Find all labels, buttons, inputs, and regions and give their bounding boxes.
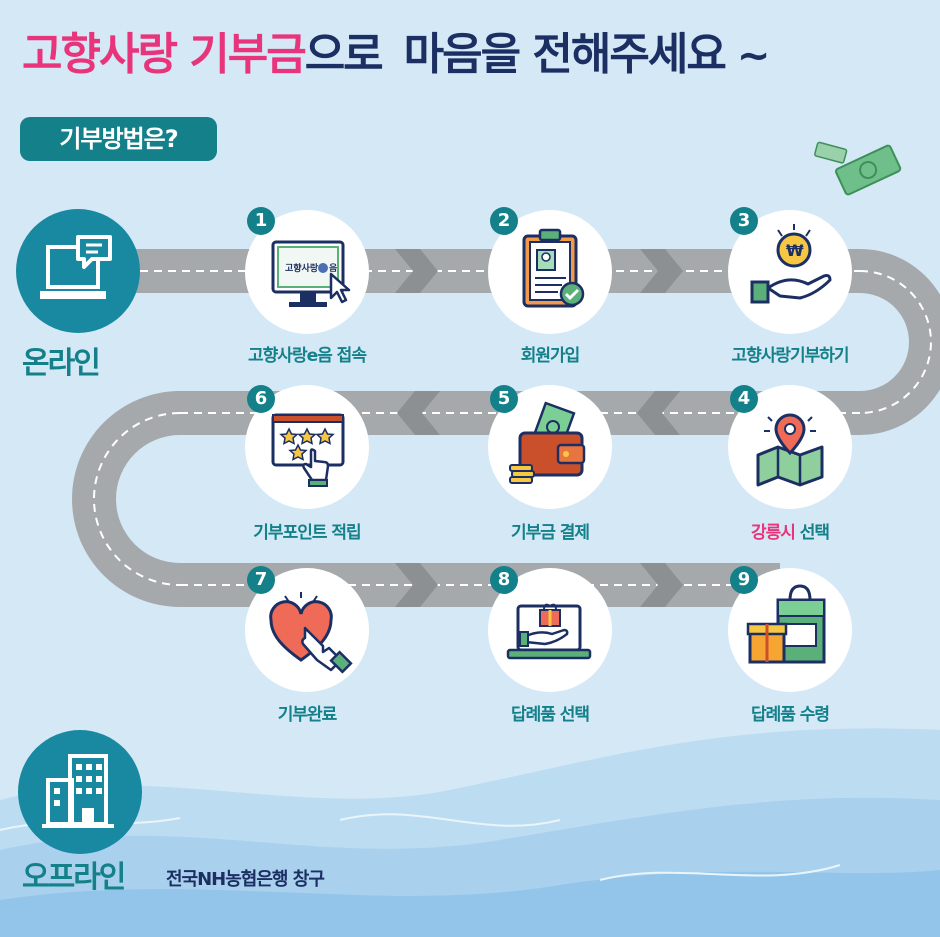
step-6-number: 6: [247, 385, 275, 413]
step-8-label: 답례품 선택: [510, 705, 590, 725]
money-bill-icon: [814, 141, 848, 164]
step-8-number: 8: [490, 566, 518, 594]
heart-hand-icon: [269, 592, 353, 674]
offline-circle: [18, 730, 142, 854]
clipboard-icon: [522, 228, 585, 308]
step-5-circle: [488, 385, 612, 509]
step-9-label: 답례품 수령: [750, 705, 830, 725]
step-6-circle: [245, 385, 369, 509]
step-4-number: 4: [730, 385, 758, 413]
title-particle: 으로: [304, 29, 384, 80]
step-8-circle: [488, 568, 612, 692]
page-title: 고향사랑 기부금으로 마음을 전해주세요~: [22, 18, 770, 82]
title-highlight: 고향사랑 기부금: [22, 29, 307, 80]
money-bill-icon: [834, 144, 902, 196]
howto-badge: 기부방법은?: [20, 117, 217, 161]
offline-place: 전국NH농협은행 창구: [166, 869, 325, 890]
site-name-text: 고향사랑: [285, 262, 319, 274]
step-2-circle: [488, 210, 612, 334]
step-9-number: 9: [730, 566, 758, 594]
coin-hand-icon: ₩: [750, 224, 832, 304]
step-4-label-highlight: 강릉시: [750, 523, 796, 543]
map-pin-icon: [756, 413, 824, 487]
shopping-bag-icon: [746, 584, 826, 664]
bank-building-icon: [42, 754, 114, 828]
step-3-label: 고향사랑기부하기: [731, 346, 849, 366]
site-suffix-text: 음: [329, 263, 337, 274]
step-6-label: 기부포인트 적립: [253, 523, 361, 543]
wave-front: [0, 870, 940, 937]
title-rest: 마음을 전해주세요: [403, 29, 727, 80]
step-1-label: 고향사랑e음 접속: [248, 346, 367, 366]
step-2-number: 2: [490, 207, 518, 235]
monitor-icon: 고향사랑 음: [271, 240, 351, 307]
laptop-gift-icon: [506, 603, 592, 660]
computer-chat-icon: [40, 235, 112, 299]
title-tilde: ~: [736, 33, 770, 79]
step-4-label-rest: 선택: [794, 523, 830, 543]
step-1-number: 1: [247, 207, 275, 235]
step-3-number: 3: [730, 207, 758, 235]
step-5-label: 기부금 결제: [510, 523, 590, 543]
currency-symbol: ₩: [786, 241, 804, 260]
step-7-label: 기부완료: [277, 705, 338, 725]
step-7-number: 7: [247, 566, 275, 594]
step-2-label: 회원가입: [520, 346, 581, 366]
step-9-circle: [728, 568, 852, 692]
wallet-icon: [509, 401, 586, 484]
offline-label: 오프라인: [22, 860, 126, 895]
step-5-number: 5: [490, 385, 518, 413]
step-4-label: 강릉시 선택: [690, 518, 890, 543]
stars-rating-icon: [271, 413, 345, 487]
online-circle: [16, 209, 140, 333]
online-label: 온라인: [22, 346, 101, 381]
